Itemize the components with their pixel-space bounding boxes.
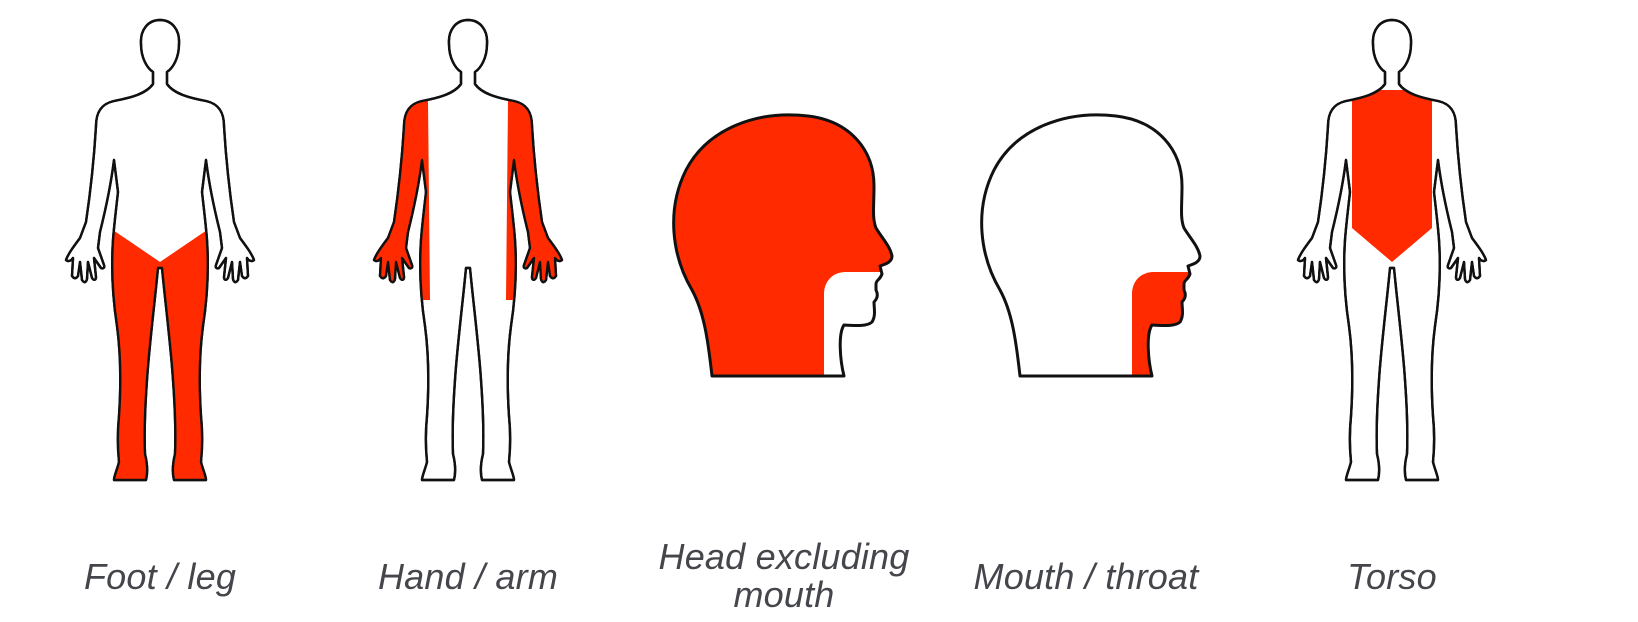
panel-caption-hand-arm: Hand / arm (377, 556, 559, 597)
body-front-figure-icon (64, 18, 256, 482)
panel-mouth-throat: Mouth / throat (936, 0, 1236, 622)
panel-caption-mouth-throat: Mouth / throat (973, 556, 1199, 597)
panel-hand-arm: Hand / arm (318, 0, 618, 622)
body-front-figure-icon (1296, 18, 1488, 482)
head-profile-icon (672, 113, 894, 378)
panel-foot-leg: Foot / leg (10, 0, 310, 622)
torso-highlight (1352, 90, 1432, 262)
body-front-figure-icon (372, 18, 564, 482)
head-profile-icon (980, 113, 1202, 378)
mouth-throat-highlight (1132, 272, 1200, 376)
panel-head-excluding-mouth: Head excluding mouth (634, 0, 934, 622)
mouth-throat-cutout (824, 272, 892, 376)
panel-torso: Torso (1242, 0, 1542, 622)
panel-caption-head-excluding-mouth: Head excluding mouth (658, 536, 910, 615)
panel-caption-torso: Torso (1347, 556, 1437, 597)
panel-caption-foot-leg: Foot / leg (83, 556, 237, 597)
